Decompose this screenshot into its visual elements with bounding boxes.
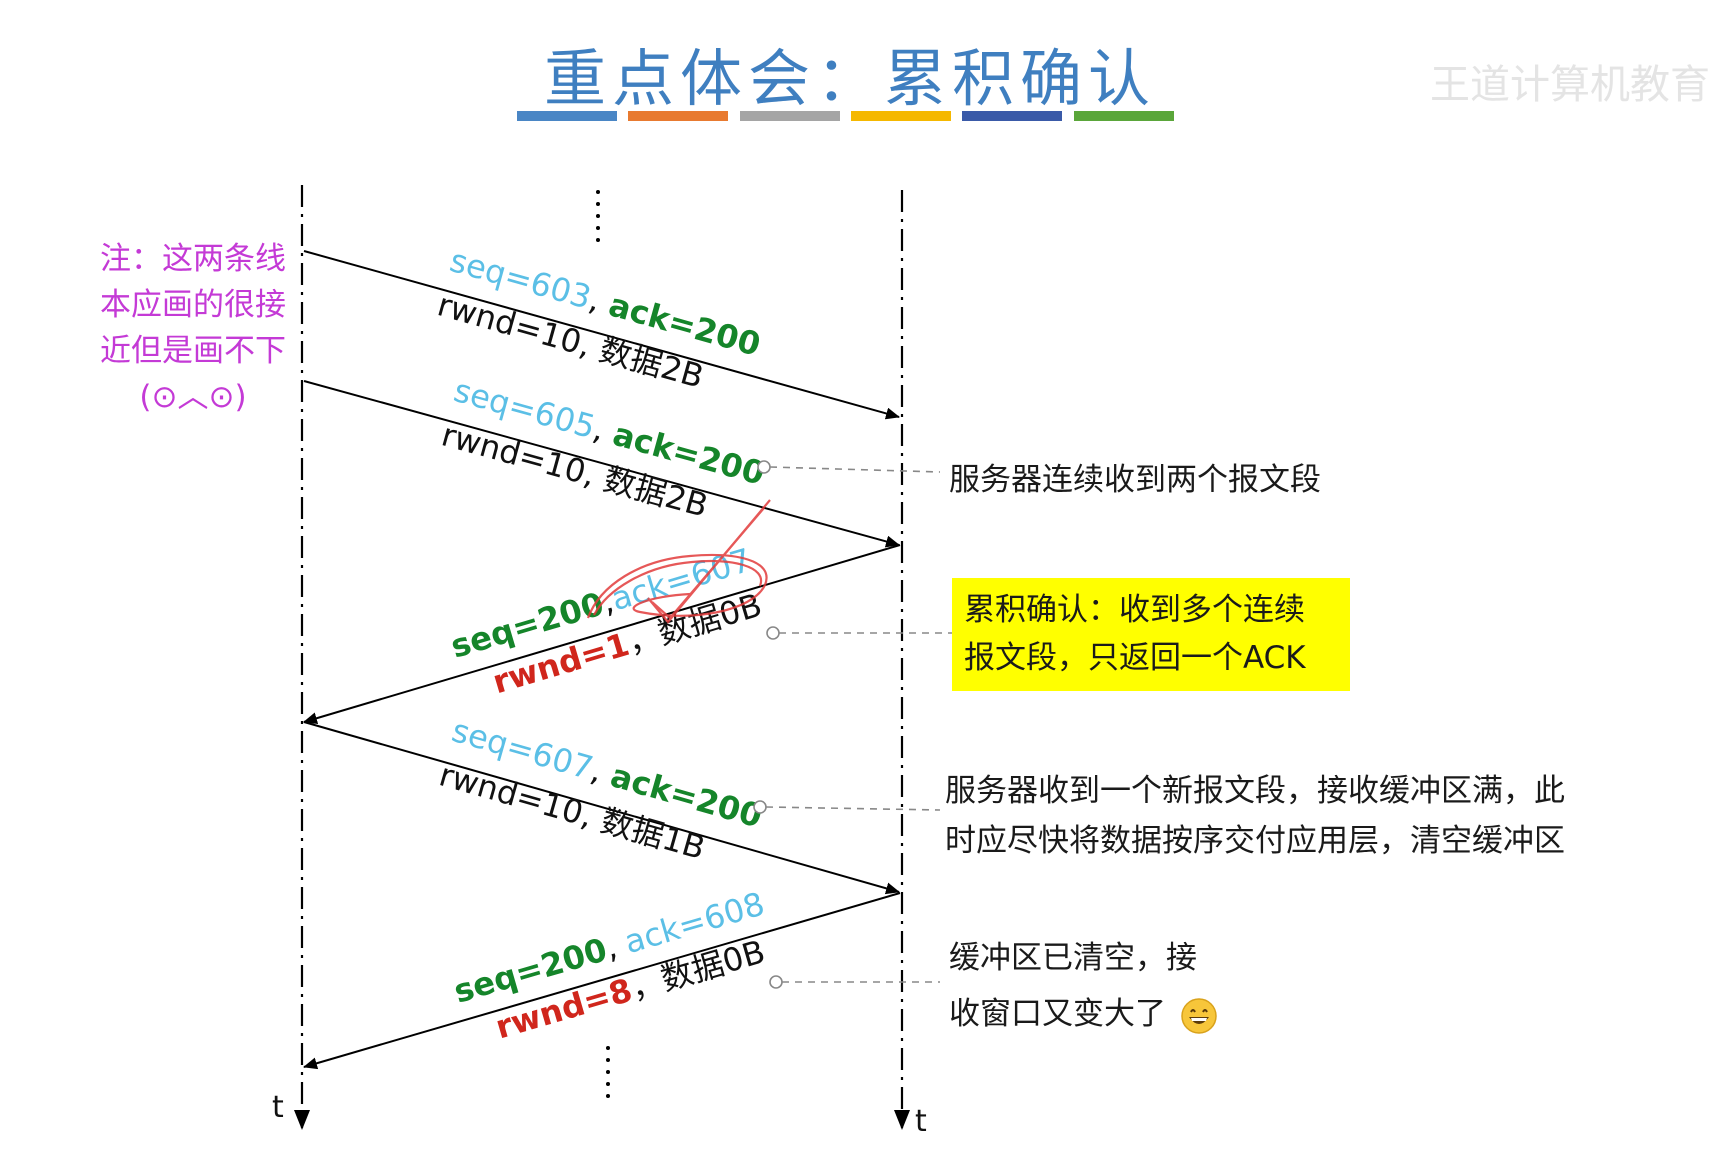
page-title: 重点体会：累积确认 (543, 42, 1156, 115)
side-note: 注：这两条线 本应画的很接 近但是画不下 (⊙︿⊙) (88, 236, 298, 420)
annotation-cumulative-ack-line: 累积确认：收到多个连续 (964, 592, 1305, 628)
annotation-buffer-cleared-text: 收窗口又变大了 (949, 996, 1166, 1032)
annotation-buffer-cleared: 缓冲区已清空，接 收窗口又变大了 (949, 930, 1218, 1042)
title-bar-2 (628, 111, 728, 121)
annotation-cumulative-ack-highlight: 累积确认：收到多个连续 报文段，只返回一个ACK (952, 578, 1350, 691)
client-timeline-arrowhead (294, 1110, 310, 1130)
side-note-line: 注：这两条线 (100, 241, 286, 277)
title-bar-6 (1074, 111, 1174, 121)
segment-arrow-1 (303, 250, 900, 420)
ellipsis-top (596, 190, 600, 242)
annotation-cumulative-ack-line: 报文段，只返回一个ACK (964, 640, 1306, 676)
title-bar-4 (851, 111, 951, 121)
side-note-line: (⊙︿⊙) (139, 379, 247, 415)
segment-arrow-4 (303, 721, 900, 895)
annotation-buffer-full: 服务器收到一个新报文段，接收缓冲区满，此 时应尽快将数据按序交付应用层，清空缓冲… (945, 766, 1565, 866)
annotation-buffer-full-line: 时应尽快将数据按序交付应用层，清空缓冲区 (945, 823, 1565, 859)
annotation-connector-dots (753, 460, 783, 989)
annotation-server-received-two: 服务器连续收到两个报文段 (949, 462, 1321, 498)
ellipsis-bottom (606, 1046, 610, 1098)
handwritten-check-icon (586, 499, 771, 624)
server-time-label: t (915, 1104, 927, 1139)
title-bar-1 (517, 111, 617, 121)
segment-arrow-5 (303, 892, 901, 1070)
side-note-line: 本应画的很接 (100, 287, 286, 323)
title-bar-3 (740, 111, 840, 121)
title-bar-5 (962, 111, 1062, 121)
annotation-buffer-full-line: 服务器收到一个新报文段，接收缓冲区满，此 (945, 773, 1565, 809)
segment-arrow-2 (303, 380, 900, 548)
annotation-buffer-cleared-line: 缓冲区已清空，接 (949, 940, 1197, 976)
annotation-connectors (765, 466, 952, 983)
side-note-line: 近但是画不下 (100, 333, 286, 369)
watermark: 王道计算机教育 (1430, 62, 1710, 108)
annotation-buffer-cleared-line2: 收窗口又变大了 (949, 986, 1218, 1042)
client-time-label: t (272, 1090, 284, 1125)
server-timeline-arrowhead (894, 1110, 910, 1130)
segment-arrow-3 (303, 544, 901, 725)
grinning-face-icon (1181, 997, 1217, 1034)
